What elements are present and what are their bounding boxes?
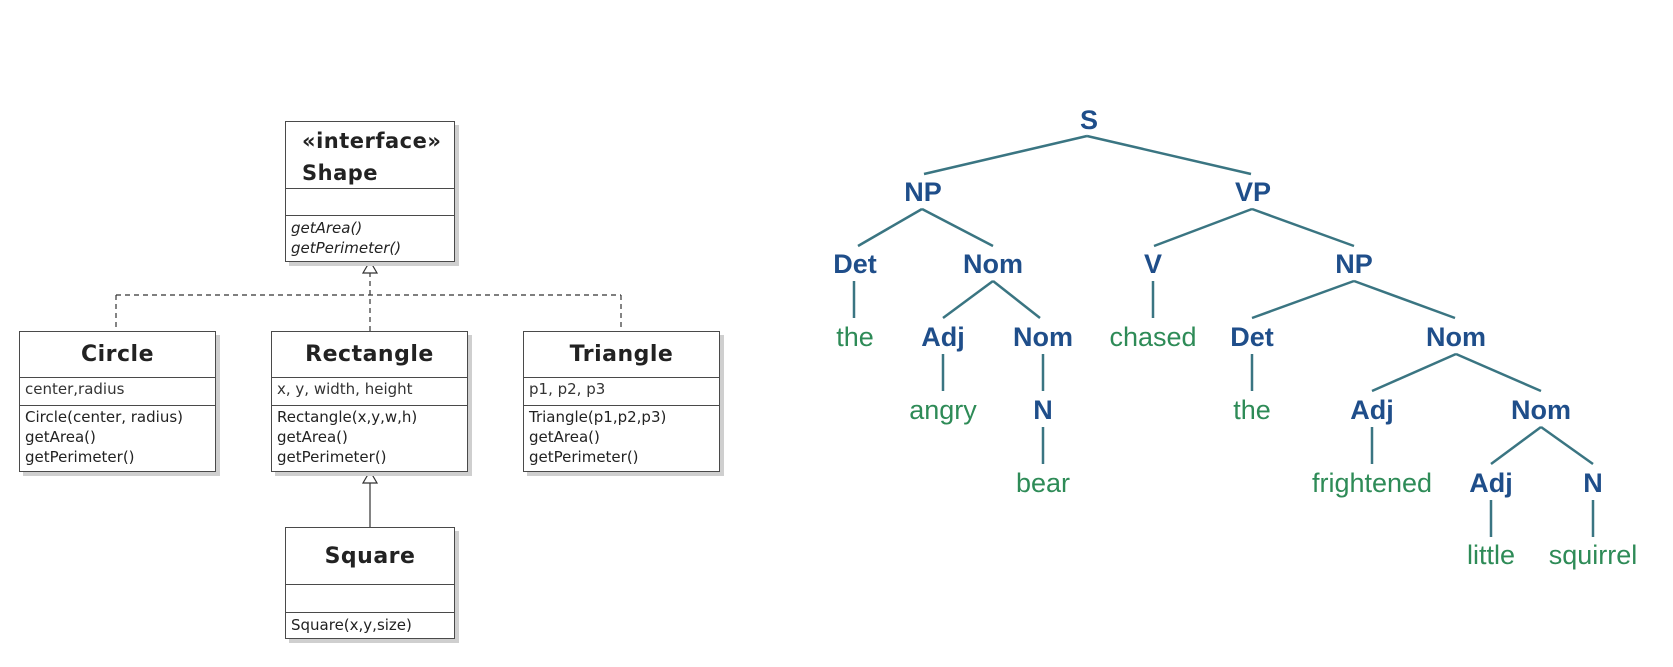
edge-nom4-n (1540, 425, 1594, 466)
edge-nom3-nom4 (1455, 352, 1542, 393)
uml-operation: getPerimeter() (25, 448, 135, 466)
uml-class-rectangle: Rectangle x, y, width, height Rectangle(… (271, 331, 468, 472)
uml-class-circle: Circle center,radius Circle(center, radi… (19, 331, 216, 472)
uml-operations: Triangle(p1,p2,p3) getArea() getPerimete… (524, 406, 719, 468)
uml-class-shape: «interface» Shape getArea() getPerimeter… (285, 121, 455, 262)
uml-operation: getPerimeter() (529, 448, 639, 466)
leaf-word: bear (1016, 468, 1070, 498)
leaf-word: chased (1109, 322, 1196, 352)
uml-operation: getArea() (529, 428, 600, 446)
edge-nom3-adj (1371, 352, 1457, 393)
uml-attributes: center,radius (20, 378, 215, 406)
edge-nom4-adj (1490, 425, 1542, 466)
node-s: S (1080, 105, 1098, 135)
uml-class-name: Square (286, 528, 454, 585)
uml-operation: Triangle(p1,p2,p3) (529, 408, 667, 426)
uml-class-name: Rectangle (272, 332, 467, 378)
edge-np-det (857, 207, 923, 248)
node-nom: Nom (1426, 322, 1486, 352)
uml-operations: Square(x,y,size) (286, 613, 454, 636)
node-det: Det (1230, 322, 1274, 352)
uml-attributes: p1, p2, p3 (524, 378, 719, 406)
uml-class-name: Shape (302, 161, 379, 185)
node-np: NP (904, 177, 942, 207)
uml-class-triangle: Triangle p1, p2, p3 Triangle(p1,p2,p3) g… (523, 331, 720, 472)
generalization-arrowhead (361, 469, 379, 484)
uml-operation: getArea() (277, 428, 348, 446)
node-vp: VP (1235, 177, 1271, 207)
realization-lines (115, 272, 622, 331)
edge-np-nom (921, 207, 994, 248)
leaf-word: squirrel (1549, 540, 1638, 570)
node-adj: Adj (1350, 395, 1394, 425)
uml-class-square: Square Square(x,y,size) (285, 527, 455, 639)
uml-operation: getArea() (291, 219, 363, 237)
uml-operation: getArea() (25, 428, 96, 446)
node-nom: Nom (1511, 395, 1571, 425)
tree-labels: S NP VP Det Nom V NP the Adj Nom chased … (833, 105, 1637, 570)
uml-operations: Rectangle(x,y,w,h) getArea() getPerimete… (272, 406, 467, 468)
uml-class-header: «interface» Shape (286, 122, 454, 189)
leaf-word: the (836, 322, 874, 352)
uml-attributes (286, 585, 454, 613)
node-nom: Nom (1013, 322, 1073, 352)
uml-class-name: Triangle (524, 332, 719, 378)
node-adj: Adj (921, 322, 965, 352)
node-n: N (1583, 468, 1603, 498)
edge-s-np (923, 134, 1088, 176)
node-v: V (1144, 249, 1162, 279)
uml-attributes: x, y, width, height (272, 378, 467, 406)
node-np: NP (1335, 249, 1373, 279)
uml-operation: Circle(center, radius) (25, 408, 183, 426)
node-det: Det (833, 249, 877, 279)
uml-operation: Rectangle(x,y,w,h) (277, 408, 418, 426)
edge-s-vp (1086, 134, 1252, 176)
uml-operations: Circle(center, radius) getArea() getPeri… (20, 406, 215, 468)
leaf-word: frightened (1312, 468, 1432, 498)
edge-nom-adj (942, 279, 994, 320)
uml-attributes (286, 189, 454, 216)
tree-edges (852, 134, 1595, 537)
node-n: N (1033, 395, 1053, 425)
realization-arrowhead (361, 259, 379, 274)
edge-nom-nom (992, 280, 1041, 319)
uml-operations: getArea() getPerimeter() (286, 216, 454, 259)
node-adj: Adj (1469, 468, 1513, 498)
uml-stereotype: «interface» (302, 129, 442, 153)
uml-operation: Square(x,y,size) (291, 616, 412, 634)
node-nom: Nom (963, 249, 1023, 279)
edge-np-nom3 (1353, 279, 1456, 320)
uml-operation: getPerimeter() (291, 239, 402, 257)
edge-vp-np (1251, 207, 1355, 248)
uml-operation: getPerimeter() (277, 448, 387, 466)
leaf-word: little (1467, 540, 1515, 570)
leaf-word: angry (909, 395, 977, 425)
edge-np-det2 (1251, 279, 1355, 320)
leaf-word: the (1233, 395, 1271, 425)
edge-vp-v (1153, 207, 1253, 248)
uml-class-name: Circle (20, 332, 215, 378)
